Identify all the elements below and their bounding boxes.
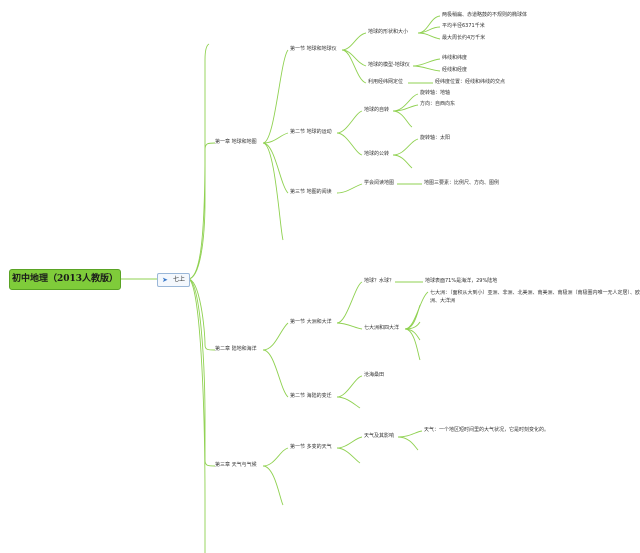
chapter-node[interactable]: 第一章 地球和地图 <box>215 139 257 145</box>
topic-node[interactable]: 利用经纬网定位 <box>368 79 404 85</box>
leaf-node[interactable]: 平均半径6371千米 <box>442 23 485 29</box>
leaf-node[interactable]: 天气：一个地区短时间里的大气状况，它是时刻变化的。 <box>424 427 550 433</box>
leaf-node[interactable]: 经线和经度 <box>442 67 468 73</box>
leaf-node[interactable]: 方向：自西向东 <box>420 101 456 107</box>
leaf-node[interactable]: 七大洲：（面积从大到小）亚洲、非洲、北美洲、南美洲、南极洲（南极圈内唯一无人定居… <box>430 290 640 304</box>
section-node[interactable]: 第二节 海陆的变迁 <box>290 393 332 399</box>
leaf-node[interactable]: 最大周长约4万千米 <box>442 35 486 41</box>
section-node[interactable]: 第三节 地图的阅读 <box>290 189 332 195</box>
topic-node[interactable]: 沧海桑田 <box>364 372 385 378</box>
chapter-node[interactable]: 第三章 天气与气候 <box>215 462 257 468</box>
topic-node[interactable]: 学会阅读地图 <box>364 180 395 186</box>
root-node[interactable]: 初中地理（2013人教版） <box>9 269 121 290</box>
topic-node[interactable]: 地球？水球？ <box>364 278 395 284</box>
topic-node[interactable]: 地球的自转 <box>364 107 390 113</box>
leaf-node[interactable]: 纬线和纬度 <box>442 55 468 61</box>
topic-node[interactable]: 地球的公转 <box>364 151 390 157</box>
leaf-node[interactable]: 旋转轴：地轴 <box>420 90 451 96</box>
chapter-node[interactable]: 第二章 陆地和海洋 <box>215 346 257 352</box>
leaf-node[interactable]: 旋转轴：太阳 <box>420 135 451 141</box>
section-node[interactable]: 第一节 地球和地球仪 <box>290 46 337 52</box>
leaf-node[interactable]: 地球表面71%是海洋，29%陆地 <box>425 278 498 284</box>
leaf-node[interactable]: 地图三要素：比例尺、方向、图例 <box>424 180 500 186</box>
topic-node[interactable]: 地球的形状和大小 <box>368 29 409 35</box>
topic-node[interactable]: 天气及其影响 <box>364 433 395 439</box>
leaf-node[interactable]: 经纬度位置：经线和纬线的交点 <box>435 79 506 85</box>
topic-node[interactable]: 七大洲和四大洋 <box>364 325 400 331</box>
grade-label: 七上 <box>173 276 186 283</box>
paper-plane-icon: ➤ <box>162 276 168 284</box>
section-node[interactable]: 第一节 大洲和大洋 <box>290 319 332 325</box>
grade-node[interactable]: ➤ 七上 <box>157 273 190 287</box>
section-node[interactable]: 第二节 地球的运动 <box>290 129 332 135</box>
leaf-node[interactable]: 两极稍扁、赤道略鼓的不规则的椭球体 <box>442 12 528 18</box>
section-node[interactable]: 第一节 多变的天气 <box>290 444 332 450</box>
topic-node[interactable]: 地球的模型-地球仪 <box>368 62 410 68</box>
